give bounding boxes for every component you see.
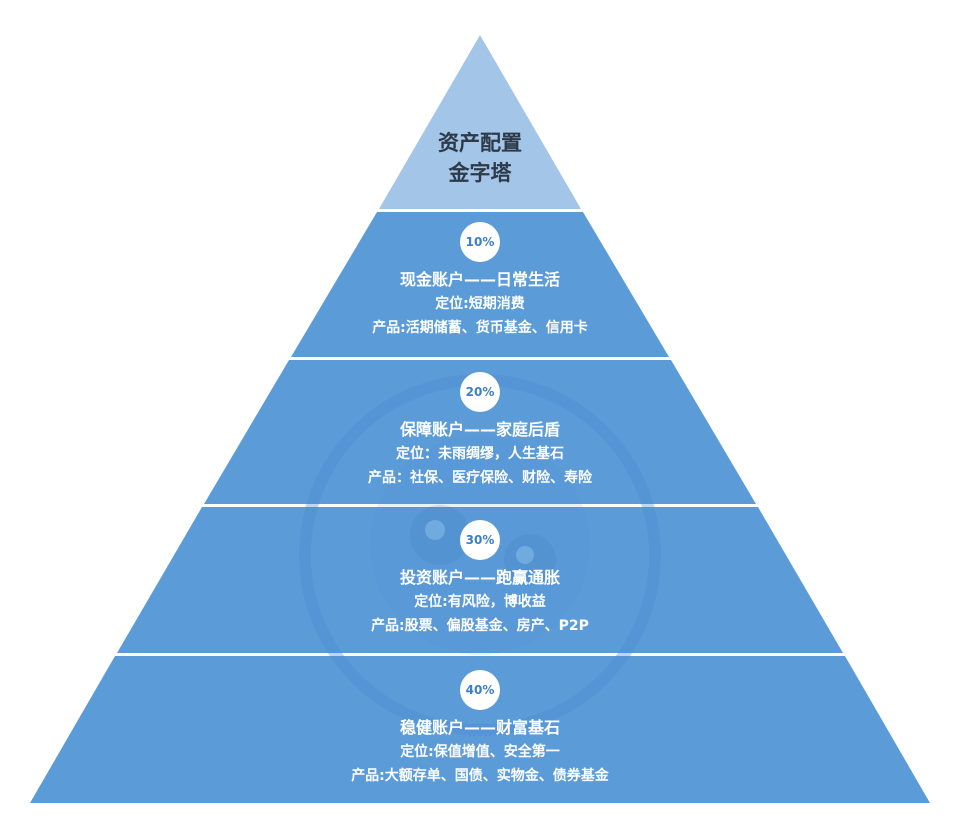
tier-title: 保障账户——家庭后盾 — [399, 420, 560, 439]
pyramid-apex — [379, 35, 581, 209]
tier-title: 稳健账户——财富基石 — [399, 718, 560, 737]
pyramid-tier-1 — [291, 212, 669, 357]
pyramid-title-line1: 资产配置 — [438, 131, 522, 155]
tier-position: 定位:保值增值、安全第一 — [400, 744, 560, 760]
pyramid-title-line2: 金字塔 — [448, 161, 512, 185]
tier-products: 产品:活期储蓄、货币基金、信用卡 — [372, 320, 588, 336]
tier-2-text: 20% 保障账户——家庭后盾 定位：未雨绸缪，人生基石 产品：社保、医疗保险、财… — [230, 372, 730, 490]
tier-products: 产品：社保、医疗保险、财险、寿险 — [368, 470, 592, 486]
tier-title: 投资账户——跑赢通胀 — [399, 568, 560, 587]
percent-badge: 30% — [460, 520, 500, 560]
tier-products: 产品:股票、偏股基金、房产、P2P — [371, 618, 589, 634]
pyramid-tier-3 — [117, 507, 843, 653]
tier-1-text: 10% 现金账户——日常生活 定位:短期消费 产品:活期储蓄、货币基金、信用卡 — [230, 222, 730, 340]
tier-4-text: 40% 稳健账户——财富基石 定位:保值增值、安全第一 产品:大额存单、国债、实… — [230, 670, 730, 788]
tier-position: 定位:短期消费 — [435, 296, 525, 312]
tier-position: 定位：未雨绸缪，人生基石 — [396, 446, 564, 462]
percent-badge: 10% — [460, 222, 500, 262]
tier-title: 现金账户——日常生活 — [399, 270, 560, 289]
pyramid-title: 资产配置 金字塔 — [330, 128, 630, 188]
pyramid-tier-2 — [204, 360, 756, 504]
tier-position: 定位:有风险，博收益 — [414, 594, 546, 610]
pyramid-tier-4 — [30, 656, 930, 803]
tier-3-text: 30% 投资账户——跑赢通胀 定位:有风险，博收益 产品:股票、偏股基金、房产、… — [230, 520, 730, 638]
percent-badge: 20% — [460, 372, 500, 412]
percent-badge: 40% — [460, 670, 500, 710]
tier-products: 产品:大额存单、国债、实物金、债券基金 — [351, 768, 609, 784]
